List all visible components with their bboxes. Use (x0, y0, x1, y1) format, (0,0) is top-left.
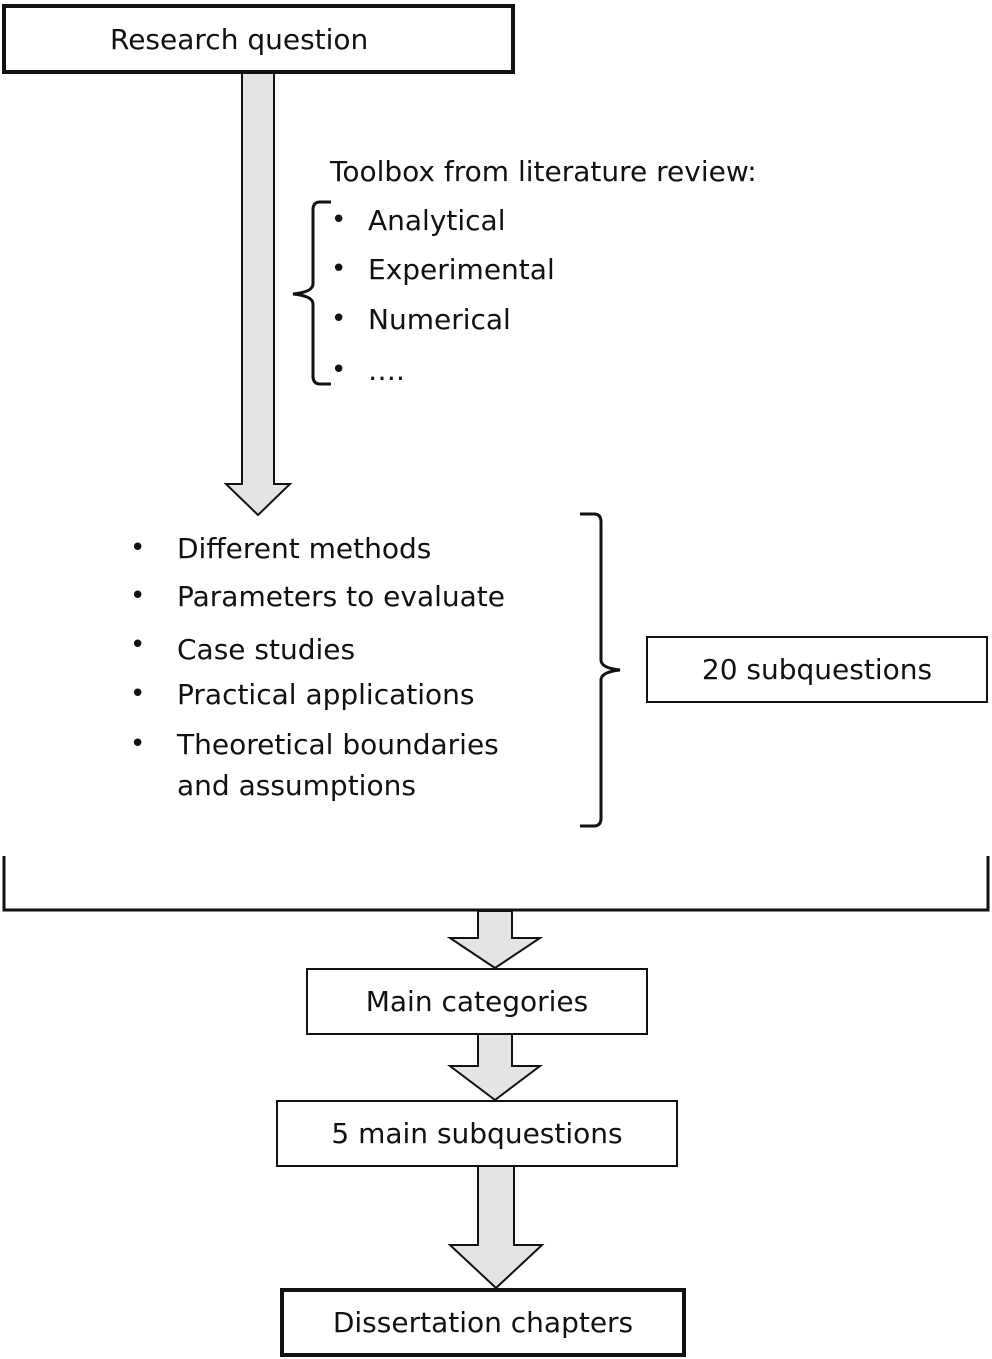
arrow-research-to-aspects (223, 72, 293, 517)
aspect-bullet: • (130, 533, 146, 563)
main-subquestions-5-box: 5 main subquestions (276, 1100, 678, 1167)
toolbox-bullet: • (331, 254, 347, 284)
brace-aspects (580, 512, 621, 828)
aspect-item: Different methods (177, 532, 432, 565)
toolbox-bullet: • (331, 205, 347, 235)
toolbox-bullet: • (331, 355, 347, 385)
toolbox-bullet: • (331, 304, 347, 334)
dissertation-chapters-box: Dissertation chapters (280, 1288, 686, 1357)
toolbox-item: Numerical (368, 303, 511, 336)
research-question-label: Research question (110, 22, 369, 56)
subquestions-20-label: 20 subquestions (701, 653, 933, 686)
aspect-bullet: • (130, 729, 146, 759)
aspect-item: Parameters to evaluate (177, 580, 506, 613)
aspect-bullet: • (130, 630, 146, 660)
bracket-collect (2, 856, 990, 912)
aspect-item: Theoretical boundaries (177, 728, 499, 761)
toolbox-item: Analytical (368, 204, 506, 237)
dissertation-chapters-label: Dissertation chapters (332, 1306, 634, 1339)
main-categories-box: Main categories (306, 968, 648, 1035)
aspect-bullet: • (130, 679, 146, 709)
main-categories-label: Main categories (365, 985, 589, 1018)
main-subquestions-5-label: 5 main subquestions (331, 1117, 623, 1150)
aspect-item: Case studies (177, 633, 356, 666)
toolbox-item: Experimental (368, 253, 555, 286)
aspect-item-continuation: and assumptions (177, 769, 416, 802)
toolbox-heading: Toolbox from literature review: (330, 155, 757, 188)
brace-toolbox (292, 200, 331, 386)
arrow-to-5-subquestions (447, 1033, 543, 1102)
arrow-to-dissertation (447, 1165, 545, 1290)
aspect-bullet: • (130, 581, 146, 611)
arrow-to-main-categories (446, 910, 544, 970)
research-question-box: Research question (2, 4, 515, 74)
subquestions-20-box: 20 subquestions (646, 636, 988, 703)
toolbox-item: …. (368, 354, 405, 387)
aspect-item: Practical applications (177, 678, 475, 711)
